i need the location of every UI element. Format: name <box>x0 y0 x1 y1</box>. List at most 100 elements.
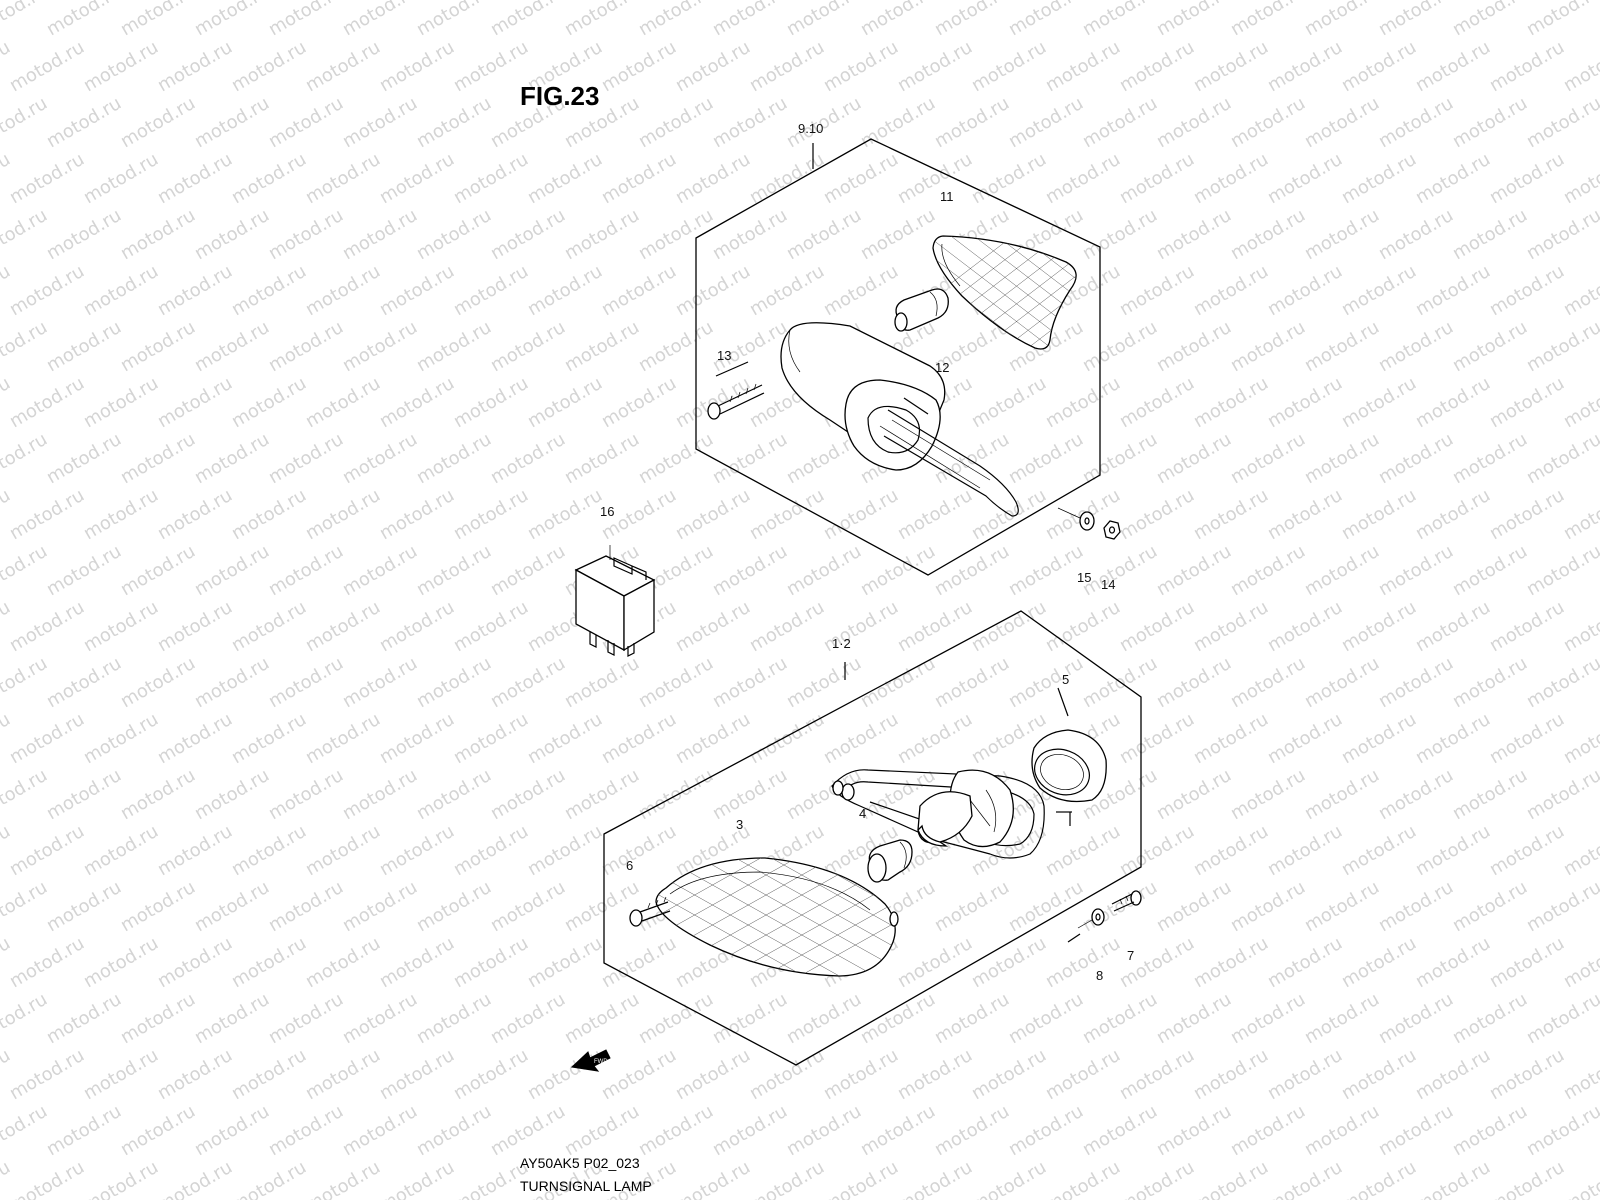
watermark-text: motod.ru <box>561 0 643 40</box>
footer-name: TURNSIGNAL LAMP <box>520 1178 652 1194</box>
watermark-text: motod.ru <box>6 485 88 544</box>
watermark-text: motod.ru <box>1412 1045 1494 1104</box>
part-9-10-housing[interactable] <box>780 322 1019 517</box>
watermark-text: motod.ru <box>561 317 643 376</box>
watermark-text: motod.ru <box>598 1045 680 1104</box>
watermark-text: motod.ru <box>1560 821 1600 880</box>
watermark-text: motod.ru <box>6 1157 88 1200</box>
part-16-relay[interactable] <box>574 545 656 657</box>
watermark-text: motod.ru <box>1301 93 1383 152</box>
watermark-text: motod.ru <box>1079 0 1161 40</box>
watermark-text: motod.ru <box>1560 37 1600 96</box>
part-6-screw[interactable] <box>629 896 671 927</box>
watermark-text: motod.ru <box>1227 0 1309 40</box>
watermark-text: motod.ru <box>487 0 569 40</box>
watermark-text: motod.ru <box>265 317 347 376</box>
watermark-text: motod.ru <box>894 485 976 544</box>
watermark-text: motod.ru <box>265 429 347 488</box>
watermark-text: motod.ru <box>968 597 1050 656</box>
callout-16: 16 <box>600 504 614 519</box>
watermark-text: motod.ru <box>709 205 791 264</box>
watermark-text: motod.ru <box>228 597 310 656</box>
watermark-text: motod.ru <box>1116 821 1198 880</box>
watermark-text: motod.ru <box>1190 261 1272 320</box>
watermark-text: motod.ru <box>1560 1045 1600 1104</box>
watermark-text: motod.ru <box>1005 989 1087 1048</box>
watermark-text: motod.ru <box>709 653 791 712</box>
watermark-text: motod.ru <box>709 317 791 376</box>
watermark-text: motod.ru <box>1449 765 1531 824</box>
watermark-text: motod.ru <box>1375 93 1457 152</box>
watermark-text: motod.ru <box>1560 261 1600 320</box>
watermark-text: motod.ru <box>1412 597 1494 656</box>
watermark-text: motod.ru <box>635 1101 717 1160</box>
watermark-text: motod.ru <box>0 317 51 376</box>
watermark-text: motod.ru <box>1338 37 1420 96</box>
watermark-text: motod.ru <box>6 933 88 992</box>
part-13-screw[interactable] <box>707 383 765 420</box>
watermark-text: motod.ru <box>1005 429 1087 488</box>
part-6-lens[interactable] <box>650 750 900 1060</box>
watermark-text: motod.ru <box>376 485 458 544</box>
watermark-text: motod.ru <box>1375 0 1457 40</box>
watermark-text: motod.ru <box>1412 373 1494 432</box>
watermark-text: motod.ru <box>487 317 569 376</box>
watermark-text: motod.ru <box>228 1157 310 1200</box>
watermark-text: motod.ru <box>894 933 976 992</box>
watermark-text: motod.ru <box>1338 709 1420 768</box>
watermark-text: motod.ru <box>339 765 421 824</box>
watermark-text: motod.ru <box>339 317 421 376</box>
watermark-text: motod.ru <box>1264 37 1346 96</box>
watermark-text: motod.ru <box>1153 93 1235 152</box>
watermark-text: motod.ru <box>1338 261 1420 320</box>
watermark-text: motod.ru <box>154 1045 236 1104</box>
watermark-text: motod.ru <box>6 709 88 768</box>
watermark-text: motod.ru <box>339 0 421 40</box>
watermark-text: motod.ru <box>1079 877 1161 936</box>
watermark-text: motod.ru <box>1523 541 1600 600</box>
watermark-text: motod.ru <box>1523 429 1600 488</box>
watermark-text: motod.ru <box>1301 429 1383 488</box>
watermark-text: motod.ru <box>117 653 199 712</box>
watermark-text: motod.ru <box>6 821 88 880</box>
callout-13: 13 <box>717 348 731 363</box>
part-15-washer[interactable] <box>1057 507 1095 531</box>
part-4-socket[interactable] <box>831 769 1045 859</box>
part-12-bulb[interactable] <box>894 288 949 332</box>
watermark-text: motod.ru <box>1042 37 1124 96</box>
watermark-text: motod.ru <box>376 37 458 96</box>
watermark-text: motod.ru <box>1412 709 1494 768</box>
callout-15: 15 <box>1077 570 1091 585</box>
watermark-text: motod.ru <box>1523 205 1600 264</box>
watermark-text: motod.ru <box>6 261 88 320</box>
watermark-text: motod.ru <box>1190 1045 1272 1104</box>
watermark-text: motod.ru <box>376 1157 458 1200</box>
watermark-text: motod.ru <box>1338 1157 1420 1200</box>
watermark-text: motod.ru <box>43 0 125 40</box>
watermark-text: motod.ru <box>302 37 384 96</box>
part-7-screw[interactable] <box>1111 890 1142 912</box>
watermark-text: motod.ru <box>265 1101 347 1160</box>
part-5-ring[interactable] <box>1028 729 1107 803</box>
watermark-text: motod.ru <box>635 317 717 376</box>
watermark-text: motod.ru <box>191 93 273 152</box>
watermark-text: motod.ru <box>1338 373 1420 432</box>
watermark-text: motod.ru <box>1264 1157 1346 1200</box>
watermark-text: motod.ru <box>154 933 236 992</box>
part-8-washer[interactable] <box>1077 908 1105 929</box>
watermark-text: motod.ru <box>1116 149 1198 208</box>
watermark-text: motod.ru <box>968 149 1050 208</box>
part-14-nut[interactable] <box>1103 520 1121 540</box>
watermark-text: motod.ru <box>857 205 939 264</box>
watermark-text: motod.ru <box>302 261 384 320</box>
watermark-text: motod.ru <box>0 205 51 264</box>
watermark-text: motod.ru <box>1190 1157 1272 1200</box>
watermark-text: motod.ru <box>1005 877 1087 936</box>
watermark-text: motod.ru <box>857 0 939 40</box>
part-3-bulb[interactable] <box>867 839 913 883</box>
watermark-text: motod.ru <box>376 709 458 768</box>
watermark-text: motod.ru <box>302 1157 384 1200</box>
watermark-text: motod.ru <box>1375 653 1457 712</box>
watermark-text: motod.ru <box>191 0 273 40</box>
